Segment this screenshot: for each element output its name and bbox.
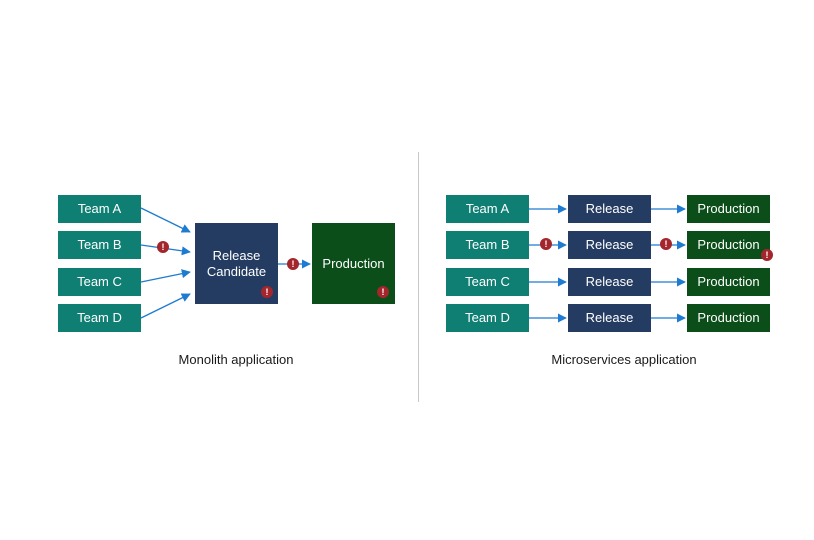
micro-release-c: Release: [568, 268, 651, 296]
monolith-team-d: Team D: [58, 304, 141, 332]
micro-production-d: Production: [687, 304, 770, 332]
monolith-caption: Monolith application: [178, 352, 294, 367]
section-divider: [418, 152, 419, 402]
release-candidate: Release Candidate: [195, 223, 278, 304]
error-icon: !: [287, 258, 299, 270]
error-icon: !: [157, 241, 169, 253]
error-icon: !: [377, 286, 389, 298]
arrow-team-a-to-rc: [140, 207, 191, 233]
arrow-team-c-to-rc: [140, 269, 191, 283]
monolith-team-b: Team B: [58, 231, 141, 259]
micro-production-c: Production: [687, 268, 770, 296]
micro-team-a: Team A: [446, 195, 529, 223]
error-icon: !: [540, 238, 552, 250]
error-icon: !: [660, 238, 672, 250]
micro-team-c: Team C: [446, 268, 529, 296]
monolith-production: Production: [312, 223, 395, 304]
error-icon: !: [261, 286, 273, 298]
micro-release-b: Release: [568, 231, 651, 259]
microservices-caption: Microservices application: [551, 352, 697, 367]
micro-release-a: Release: [568, 195, 651, 223]
micro-team-d: Team D: [446, 304, 529, 332]
micro-team-b: Team B: [446, 231, 529, 259]
error-icon: !: [761, 249, 773, 261]
micro-production-a: Production: [687, 195, 770, 223]
micro-release-d: Release: [568, 304, 651, 332]
monolith-team-a: Team A: [58, 195, 141, 223]
arrow-team-d-to-rc: [140, 293, 191, 319]
monolith-team-c: Team C: [58, 268, 141, 296]
micro-production-b: Production: [687, 231, 770, 259]
